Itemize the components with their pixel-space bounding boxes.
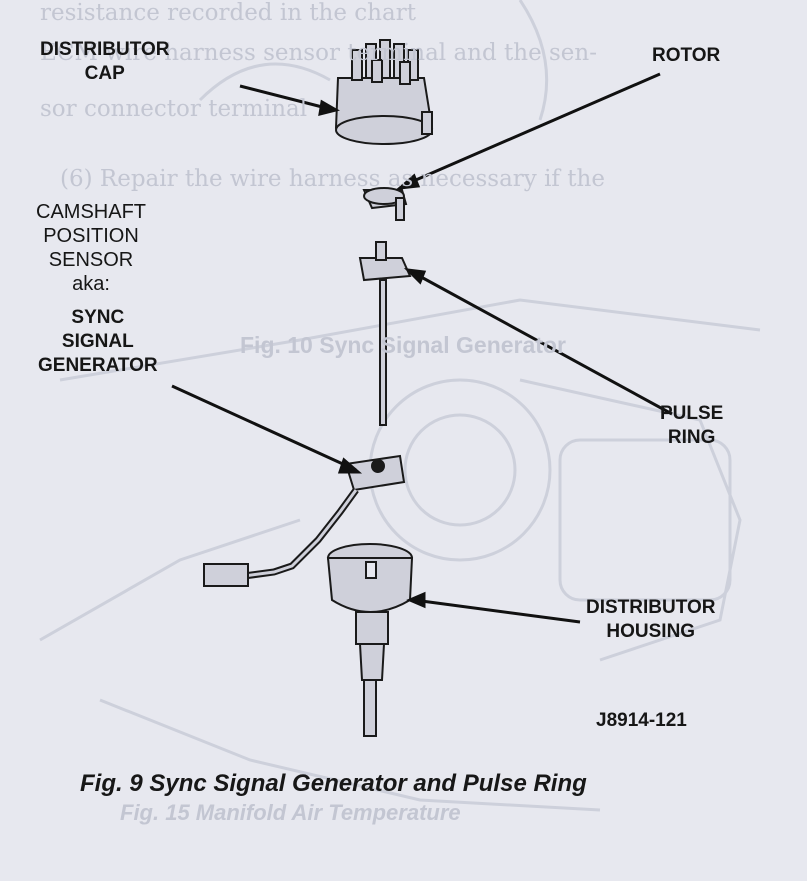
label-camshaft-sensor: CAMSHAFT POSITION SENSOR aka: <box>36 201 146 295</box>
label-rotor: ROTOR <box>652 45 721 66</box>
bleed-through-text: (6) Repair the wire harness as necessary… <box>60 166 605 192</box>
bleed-through-text: resistance recorded in the chart <box>40 0 416 26</box>
bleed-through-text: ECM wire harness sensor terminal and the… <box>40 40 597 66</box>
leader-arrows <box>171 72 673 624</box>
distributor-cap-illustration <box>334 39 434 145</box>
bleed-through-text: sor connector terminal <box>40 96 308 122</box>
sync-generator-illustration <box>344 454 406 492</box>
pulse-ring-illustration <box>358 241 412 426</box>
figure-id: J8914-121 <box>596 710 687 731</box>
label-sync-signal-generator: SYNC SIGNAL GENERATOR <box>38 307 158 376</box>
label-pulse-ring: PULSE RING <box>660 403 724 448</box>
distributor-housing-illustration <box>326 543 414 737</box>
rotor-illustration <box>362 187 408 221</box>
label-distributor-cap: DISTRIBUTOR CAP <box>40 39 170 84</box>
figure-caption: Fig. 9 Sync Signal Generator and Pulse R… <box>80 770 587 797</box>
label-distributor-housing: DISTRIBUTOR HOUSING <box>586 597 716 642</box>
wire-harness-illustration <box>203 487 359 587</box>
bleed-through-text: Fig. 15 Manifold Air Temperature <box>120 800 461 825</box>
bleed-through-text: Fig. 10 Sync Signal Generator <box>240 332 566 358</box>
